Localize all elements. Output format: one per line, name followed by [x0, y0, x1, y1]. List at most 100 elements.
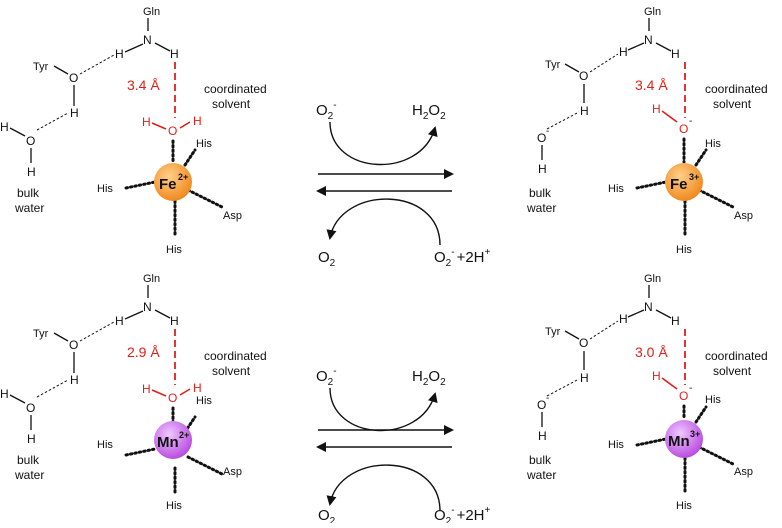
- solvent-hydrogen: H: [652, 102, 661, 116]
- water-hydrogen: H: [27, 432, 36, 446]
- water-oxygen: O: [537, 398, 546, 412]
- gln-nitrogen: N: [644, 300, 653, 314]
- fe3-active-site: Gln N H H Tyr O H O - H bulk water 3.4 Å…: [526, 6, 768, 256]
- n-hydrogen: H: [619, 312, 628, 326]
- coordinated-label: coordinated: [204, 349, 267, 363]
- hydrogen-peroxide-product: H2O2: [412, 368, 446, 388]
- tyr-oxygen: O: [579, 336, 588, 350]
- oxygen-minus: -: [689, 116, 692, 127]
- lower-curved-arrow: [326, 464, 441, 512]
- fe2-active-site: Gln N H H Tyr O H H O H bulk water 3.4 Å…: [0, 6, 267, 256]
- metal-asp-bond: [186, 188, 224, 209]
- asp-label: Asp: [223, 210, 242, 222]
- solvent-oh-bond: [179, 388, 191, 396]
- tyr-bond: [564, 63, 580, 73]
- metal-charge: 3+: [690, 429, 700, 439]
- tyr-hydrogen: H: [70, 106, 79, 120]
- bulk-label: bulk: [17, 453, 40, 467]
- his-label: His: [608, 439, 624, 451]
- upper-curved-arrow: [329, 121, 438, 166]
- lower-curved-arrow: [326, 198, 441, 246]
- his-label: His: [676, 244, 692, 256]
- asp-label: Asp: [223, 466, 242, 478]
- water-bond: [9, 127, 26, 137]
- his-label: His: [676, 500, 692, 512]
- bulk-label: bulk: [529, 186, 552, 200]
- tyr-water-hbond: [36, 379, 69, 398]
- his-label: His: [608, 183, 624, 195]
- n-hydrogen: H: [619, 45, 628, 59]
- n-h-bond: [124, 310, 144, 320]
- solvent-oxygen: O: [168, 124, 177, 138]
- tyr-bond: [53, 65, 69, 75]
- coordinated-label: coordinated: [705, 349, 768, 363]
- his-label: His: [196, 138, 212, 150]
- metal-his-bond: [183, 148, 197, 167]
- gln-nitrogen: N: [143, 300, 152, 314]
- redox-cycle-bottom: O2- H2O2 O2 O2-+2H+: [316, 366, 491, 527]
- n-hydrogen-red: H: [170, 314, 179, 328]
- superoxide-protons-reactant: O2-+2H+: [434, 505, 491, 523]
- water-label: water: [14, 201, 44, 215]
- oxygen-minus: -: [546, 393, 549, 404]
- oxygen-minus: -: [546, 126, 549, 137]
- tyr-hydrogen: H: [580, 371, 589, 385]
- fe-ion: [665, 163, 703, 201]
- tyr-oxygen: O: [69, 338, 78, 352]
- mn2-active-site: Gln N H H Tyr O H H O H bulk water 2.9 Å…: [0, 273, 267, 512]
- oxygen-minus: -: [689, 383, 692, 394]
- solvent-hydrogen: H: [142, 382, 151, 396]
- tyr-label: Tyr: [33, 61, 49, 73]
- solvent-oh-bond: [661, 110, 678, 123]
- n-hydrogen-red: H: [671, 314, 680, 328]
- distance-label: 3.0 Å: [635, 344, 668, 360]
- gln-label: Gln: [143, 6, 160, 18]
- metal-asp-bond: [186, 455, 224, 476]
- metal-his-bond: [124, 447, 157, 457]
- solvent-oh-bond: [661, 377, 678, 390]
- solvent-hydrogen: H: [652, 369, 661, 383]
- solvent-label: solvent: [212, 97, 251, 111]
- water-label: water: [526, 201, 556, 215]
- n-h-bond: [655, 42, 672, 52]
- water-hydrogen: H: [27, 165, 36, 179]
- n-h-bond: [655, 309, 672, 319]
- tyr-label: Tyr: [33, 328, 49, 340]
- tyr-water-hbond: [546, 111, 580, 130]
- tyr-gln-hbond: [589, 320, 619, 340]
- metal-his-bond: [694, 148, 708, 167]
- asp-label: Asp: [734, 466, 753, 478]
- metal-charge: 3+: [689, 172, 699, 182]
- tyr-water-hbond: [546, 378, 580, 397]
- bulk-label: bulk: [529, 453, 552, 467]
- mn3-active-site: Gln N H H Tyr O H O - H bulk water 3.0 Å…: [526, 273, 768, 512]
- solvent-oh-bond: [151, 389, 167, 397]
- water-bond: [9, 394, 26, 404]
- his-label: His: [97, 439, 113, 451]
- asp-label: Asp: [734, 210, 753, 222]
- his-label: His: [705, 394, 721, 406]
- his-label: His: [196, 395, 212, 407]
- metal-symbol: Fe: [670, 176, 688, 193]
- tyr-gln-hbond: [79, 54, 115, 75]
- tyr-gln-hbond: [589, 53, 619, 73]
- solvent-hydrogen: H: [193, 114, 202, 128]
- n-h-bond: [627, 309, 645, 318]
- metal-his-bond: [635, 437, 668, 447]
- solvent-oxygen: O: [168, 391, 177, 405]
- oxygen-product: O2: [318, 249, 336, 269]
- oxygen-product: O2: [318, 507, 336, 523]
- n-h-bond: [124, 43, 144, 53]
- metal-his-bond: [694, 405, 708, 424]
- gln-nitrogen: N: [143, 33, 152, 47]
- redox-cycle-top: O2- H2O2 O2 O2-+2H+: [316, 100, 491, 269]
- tyr-oxygen: O: [579, 69, 588, 83]
- water-oxygen: O: [26, 401, 35, 415]
- water-hydrogen: H: [538, 429, 547, 443]
- solvent-oh-bond: [179, 121, 191, 129]
- his-label: His: [97, 183, 113, 195]
- tyr-bond: [564, 330, 580, 340]
- water-hydrogen: H: [0, 387, 9, 401]
- his-label: His: [166, 244, 182, 256]
- solvent-hydrogen: H: [193, 381, 202, 395]
